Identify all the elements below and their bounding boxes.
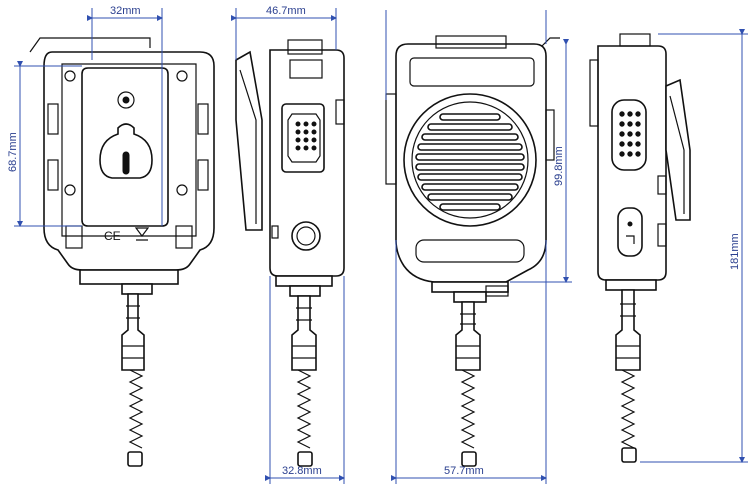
dim-front-height: 99.8mm	[385, 10, 572, 283]
dim-label-46-7mm: 46.7mm	[266, 5, 306, 17]
dim-total-length: 181mm	[640, 29, 748, 463]
dim-side-depth-bottom: 32.8mm	[265, 276, 345, 484]
dim-label-99-8mm: 99.8mm	[553, 146, 565, 186]
dim-label-57-7mm: 57.7mm	[444, 465, 484, 477]
speaker-grill	[415, 113, 525, 211]
dim-label-68-7mm: 68.7mm	[7, 132, 19, 172]
dim-label-32-8mm: 32.8mm	[282, 465, 322, 477]
dim-side-depth-top: 46.7mm	[231, 5, 337, 60]
side-view-right	[589, 33, 691, 463]
side-view-left	[235, 39, 345, 467]
dim-label-181mm: 181mm	[729, 233, 741, 270]
dim-label-32mm: 32mm	[110, 5, 141, 17]
ce-mark: CE	[104, 229, 121, 243]
dim-back-width: 32mm	[87, 5, 163, 226]
back-view: CE	[29, 37, 215, 467]
dim-back-height: 68.7mm	[7, 61, 82, 227]
dim-front-width: 57.7mm	[391, 240, 547, 484]
front-view	[385, 35, 560, 467]
